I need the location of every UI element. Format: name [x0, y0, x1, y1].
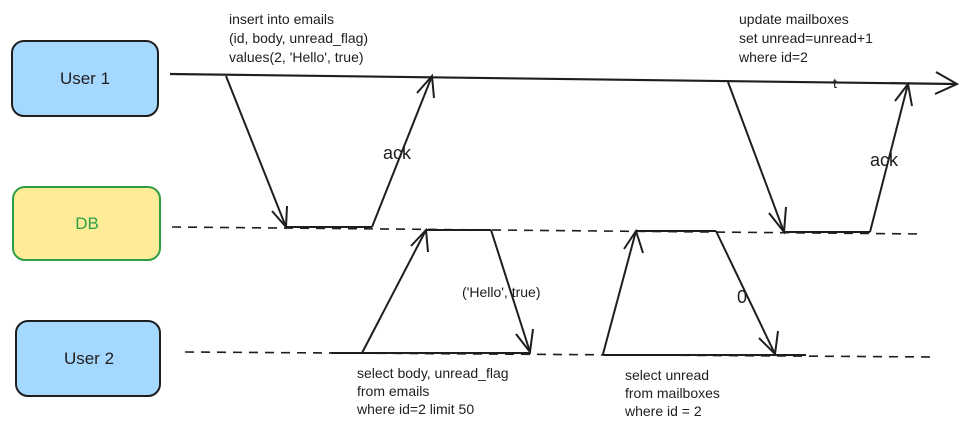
user2-box-shape [15, 320, 161, 397]
select-body-query-line-1: select body, unread_flag [357, 365, 509, 381]
insert-ack-line [371, 75, 433, 228]
user1-box: User 1 [11, 40, 159, 117]
select-unread-query-note: select unread from mailboxes where id = … [624, 367, 720, 419]
insert-query-note: insert into emails (id, body, unread_fla… [229, 11, 368, 65]
user1-timeline [169, 72, 956, 86]
select-unread-query-line-2: from mailboxes [625, 385, 720, 401]
select-unread-message [602, 228, 806, 357]
update-query-line-3: where id=2 [738, 49, 808, 65]
user1-box-shape [11, 40, 159, 117]
update-query-line-1: update mailboxes [739, 11, 849, 27]
db-box-shape [12, 186, 161, 261]
db-box: DB [12, 186, 161, 261]
user2-lifeline [184, 351, 936, 358]
select-unread-query-line-1: select unread [625, 367, 709, 383]
update-message [727, 81, 913, 235]
select-body-message [331, 227, 534, 355]
update-request-arrowhead [768, 206, 787, 235]
user1-label: User 1 [60, 69, 110, 88]
insert-message [225, 73, 435, 230]
select-body-response-line [490, 229, 531, 353]
insert-ack-arrowhead [416, 73, 435, 99]
db-label: DB [75, 214, 99, 233]
select-body-request-line [361, 229, 427, 354]
hello-result-label: ('Hello', true) [462, 284, 540, 300]
timeline-t-label: t [833, 75, 837, 91]
insert-query-line-1: insert into emails [229, 11, 334, 27]
update-request-line [727, 81, 785, 233]
user2-label: User 2 [64, 349, 114, 368]
user2-box: User 2 [15, 320, 161, 397]
insert-request-line [225, 75, 287, 228]
timeline-arrowhead [934, 71, 960, 95]
select-body-query-line-3: where id=2 limit 50 [356, 401, 474, 417]
zero-result-label: 0 [737, 287, 747, 307]
update-ack-arrowhead [894, 81, 913, 107]
update-ack-label: ack [870, 150, 899, 170]
insert-query-line-2: (id, body, unread_flag) [229, 30, 368, 46]
insert-query-line-3: values(2, 'Hello', true) [229, 49, 364, 65]
insert-ack-label: ack [383, 143, 412, 163]
select-unread-request-line [602, 230, 637, 355]
update-query-line-2: set unread=unread+1 [739, 30, 873, 46]
update-ack-line [869, 83, 909, 233]
select-body-query-line-2: from emails [357, 383, 429, 399]
select-unread-query-line-3: where id = 2 [624, 403, 702, 419]
select-unread-response-line [715, 230, 776, 355]
update-query-note: update mailboxes set unread=unread+1 whe… [738, 11, 873, 65]
select-body-query-note: select body, unread_flag from emails whe… [356, 365, 509, 417]
